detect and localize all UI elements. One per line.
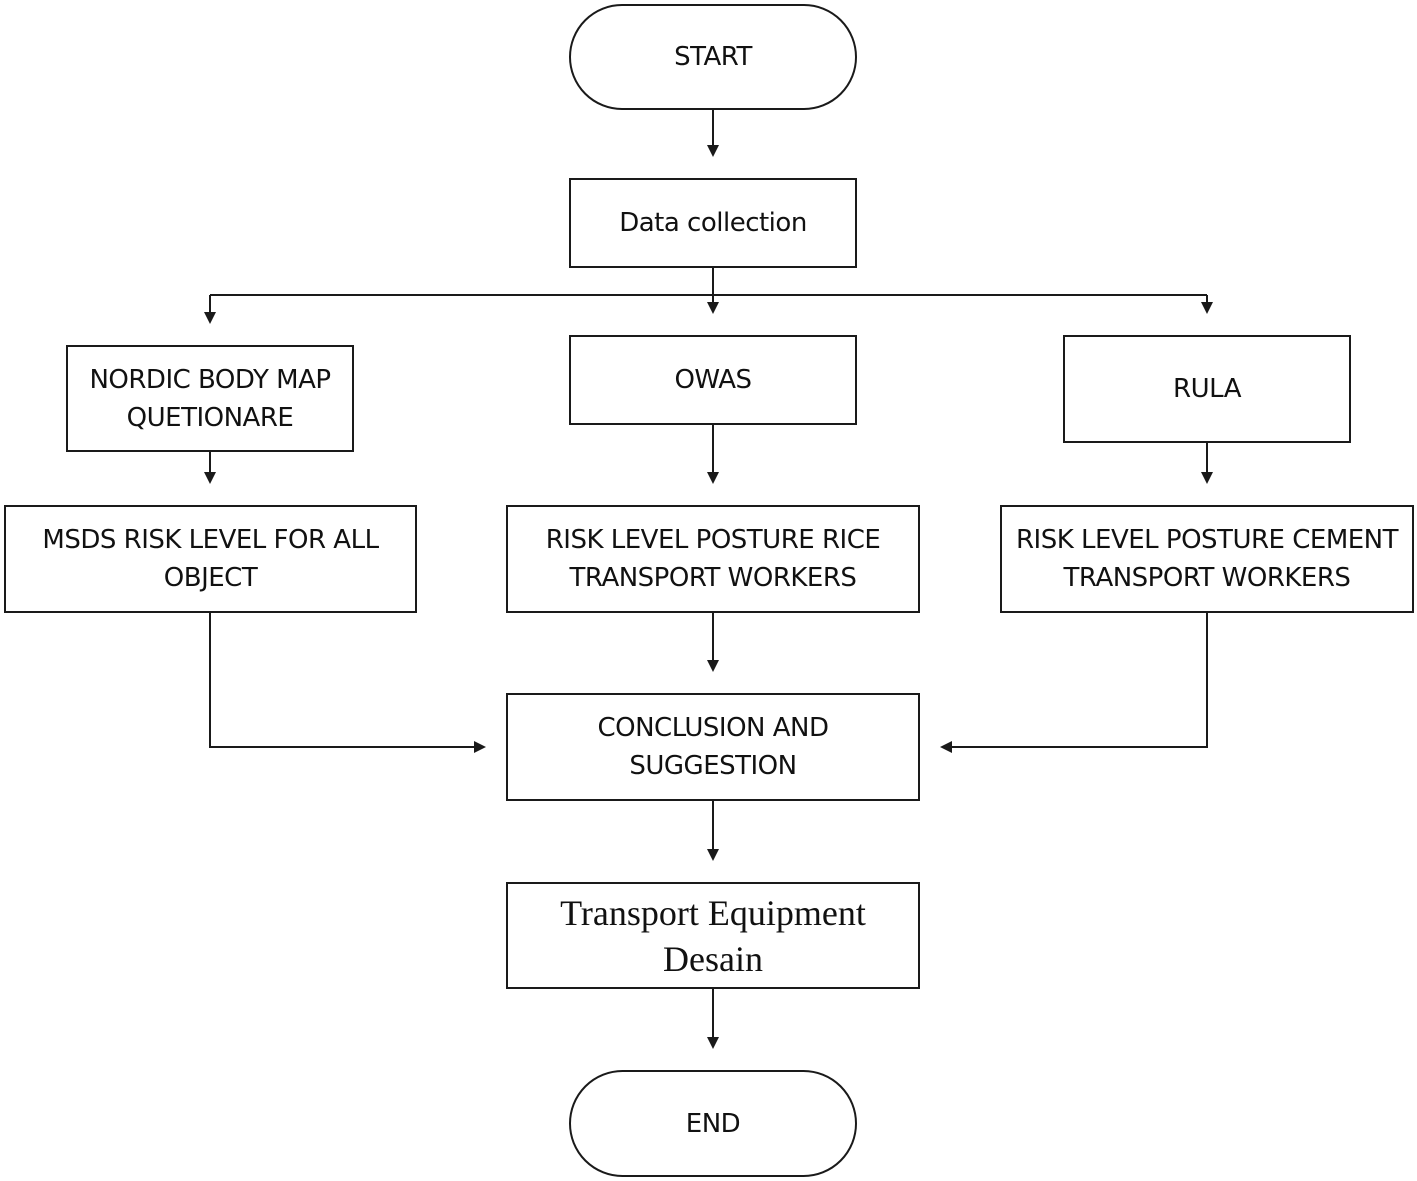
risk-level-rice-label: RISK LEVEL POSTURE RICE TRANSPORT WORKER… <box>545 525 881 593</box>
start-node: START <box>569 4 857 110</box>
edge-risk-cement-to-conclusion <box>940 613 1208 753</box>
risk-level-cement-label: RISK LEVEL POSTURE CEMENT TRANSPORT WORK… <box>1015 525 1399 593</box>
edge-data-collection-split <box>210 268 1207 296</box>
start-label: START <box>674 42 752 72</box>
data-collection-label: Data collection <box>619 208 807 238</box>
end-label: END <box>685 1108 741 1139</box>
edge-msds-to-conclusion <box>209 613 486 753</box>
end-node: END <box>569 1070 857 1177</box>
msds-risk-level-label: MSDS RISK LEVEL FOR ALL OBJECT <box>42 525 379 593</box>
conclusion-label: CONCLUSION AND SUGGESTION <box>597 713 829 781</box>
nordic-body-map-node: NORDIC BODY MAP QUETIONARE <box>66 345 354 452</box>
risk-level-rice-node: RISK LEVEL POSTURE RICE TRANSPORT WORKER… <box>506 505 920 613</box>
transport-equipment-label: Transport Equipment Desain <box>560 892 866 979</box>
rula-label: RULA <box>1173 374 1241 404</box>
rula-node: RULA <box>1063 335 1351 443</box>
risk-level-cement-node: RISK LEVEL POSTURE CEMENT TRANSPORT WORK… <box>1000 505 1414 613</box>
msds-risk-level-node: MSDS RISK LEVEL FOR ALL OBJECT <box>4 505 417 613</box>
conclusion-node: CONCLUSION AND SUGGESTION <box>506 693 920 801</box>
owas-node: OWAS <box>569 335 857 425</box>
data-collection-node: Data collection <box>569 178 857 268</box>
owas-label: OWAS <box>674 365 752 395</box>
transport-equipment-node: Transport Equipment Desain <box>506 882 920 989</box>
nordic-body-map-label: NORDIC BODY MAP QUETIONARE <box>89 364 331 433</box>
